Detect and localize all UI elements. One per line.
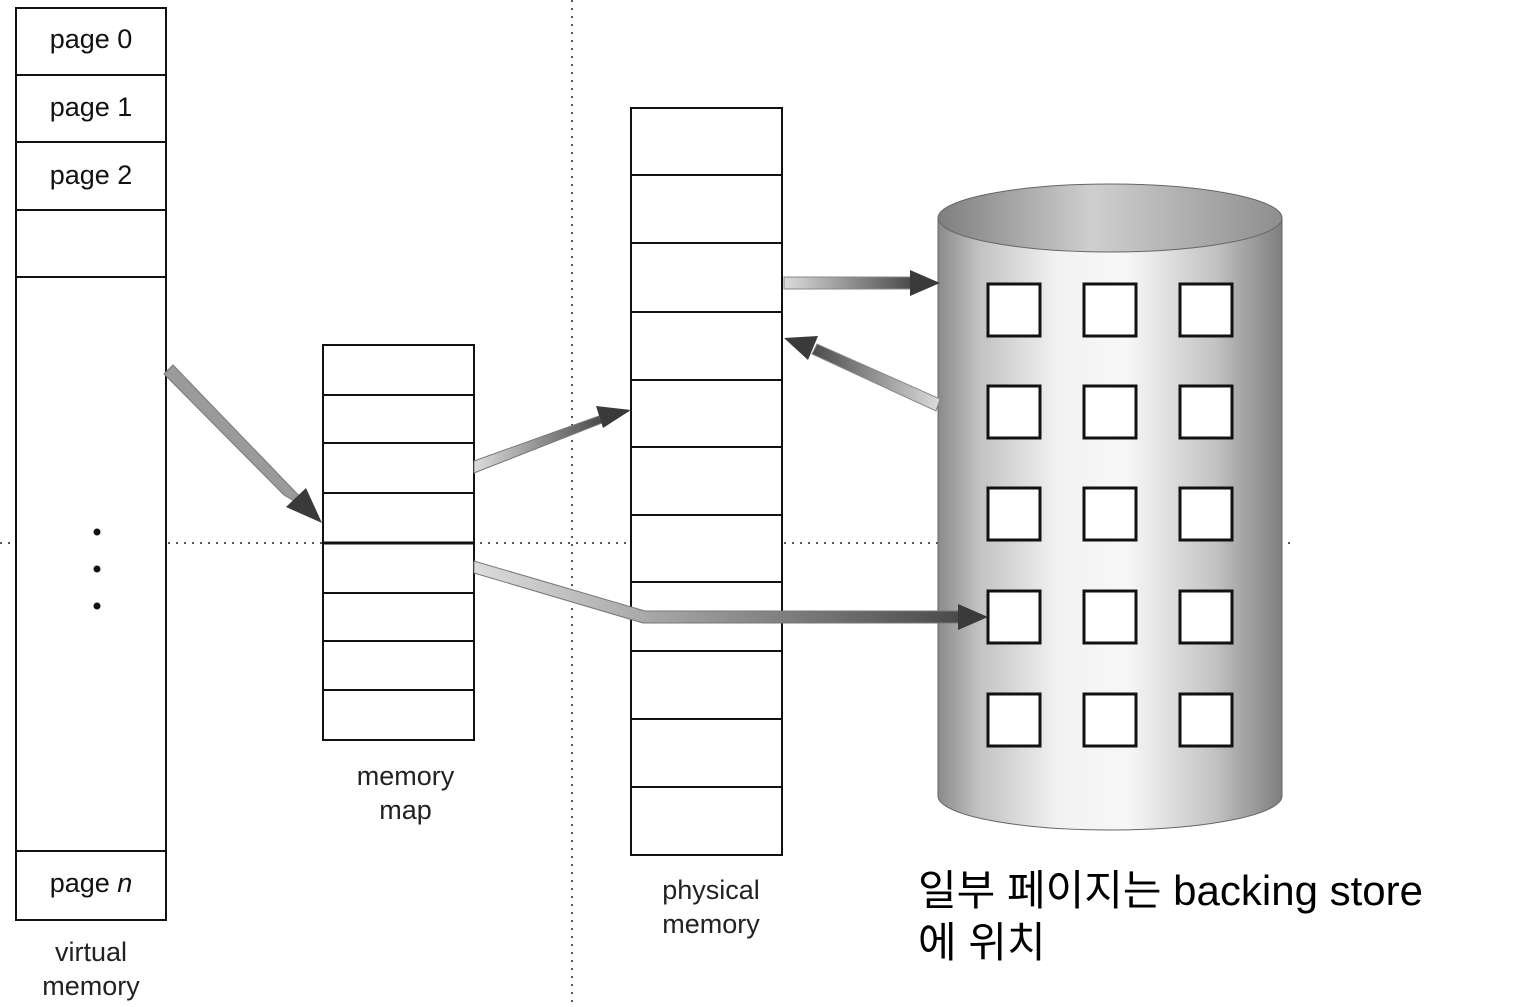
virtual-page-n-label: page n xyxy=(16,868,166,899)
caption-line: physical xyxy=(662,875,760,905)
backing-store-blocks xyxy=(986,282,1234,748)
caption-line: virtual xyxy=(54,937,128,967)
virtual-memory-column xyxy=(15,7,167,921)
note-line: 일부 페이지는 backing store xyxy=(918,867,1423,914)
memory-map-caption: memory map xyxy=(323,759,488,827)
physical-memory-caption: physical memory xyxy=(631,873,791,941)
arrow-virtual-to-map xyxy=(163,364,322,523)
page-n-variable: n xyxy=(117,868,133,898)
arrow-backing-store-to-physical xyxy=(784,336,941,412)
arrow-physical-to-backing-store xyxy=(783,270,940,296)
arrow-map-to-physical xyxy=(473,406,631,474)
physical-memory-frames xyxy=(630,107,783,856)
caption-line: memory xyxy=(662,909,760,939)
virtual-memory-caption: virtual memory xyxy=(16,935,166,1003)
virtual-page-label: page 0 xyxy=(49,24,133,54)
ellipsis-dots xyxy=(93,528,101,610)
virtual-page-label: page 2 xyxy=(49,160,133,190)
virtual-page-label: page 1 xyxy=(49,92,133,122)
page-n-prefix: page xyxy=(49,868,118,898)
caption-line: memory xyxy=(356,761,455,791)
backing-store-note: 일부 페이지는 backing store 에 위치 xyxy=(918,865,1528,969)
caption-line: memory xyxy=(42,971,140,1001)
caption-line: map xyxy=(379,795,432,825)
note-line: 에 위치 xyxy=(918,919,1046,966)
memory-map-table xyxy=(322,344,475,741)
arrow-map-to-backing-store xyxy=(473,560,988,630)
